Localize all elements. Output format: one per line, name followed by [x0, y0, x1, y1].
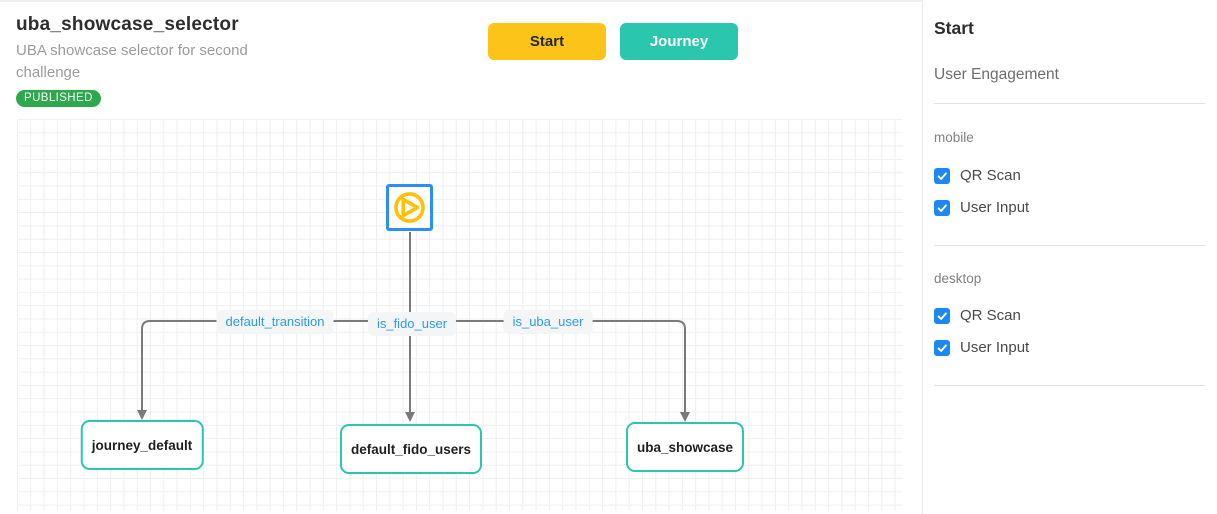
option-label: QR Scan [960, 307, 1021, 324]
journey-button[interactable]: Journey [620, 23, 738, 60]
option-label: User Input [960, 199, 1030, 216]
start-node[interactable] [386, 184, 433, 231]
checkbox-checked-icon[interactable] [934, 199, 950, 216]
top-divider [0, 0, 1217, 2]
sidebar-subtitle: User Engagement [934, 66, 1059, 83]
node-uba-showcase[interactable]: uba_showcase [625, 422, 745, 472]
option-label: QR Scan [960, 167, 1021, 184]
node-default-fido-users[interactable]: default_fido_users [339, 424, 483, 474]
divider [934, 245, 1205, 246]
section-label-desktop: desktop [934, 271, 982, 286]
checkbox-checked-icon[interactable] [934, 167, 950, 184]
edge-label-default-transition[interactable]: default_transition [216, 310, 334, 334]
divider [934, 103, 1205, 104]
section-label-mobile: mobile [934, 130, 974, 145]
option-mobile-user-input[interactable]: User Input [934, 199, 1205, 216]
edge-label-is-uba-user[interactable]: is_uba_user [503, 310, 593, 334]
page-subtitle: UBA showcase selector for second challen… [16, 42, 248, 81]
node-journey-default[interactable]: journey_default [80, 420, 204, 470]
toolbar: Start Journey [488, 23, 738, 60]
checkbox-checked-icon[interactable] [934, 307, 950, 324]
sidebar-title: Start [934, 18, 974, 38]
play-icon [394, 192, 425, 223]
header: uba_showcase_selector UBA showcase selec… [16, 14, 276, 107]
edge-label-is-fido-user[interactable]: is_fido_user [367, 312, 457, 336]
option-desktop-user-input[interactable]: User Input [934, 339, 1205, 356]
properties-sidebar: Start User Engagement mobile QR Scan Use… [922, 0, 1217, 514]
flow-canvas[interactable]: default_transition is_fido_user is_uba_u… [17, 119, 903, 511]
option-label: User Input [960, 339, 1030, 356]
option-mobile-qr-scan[interactable]: QR Scan [934, 167, 1205, 184]
start-button[interactable]: Start [488, 23, 606, 60]
divider [934, 385, 1205, 386]
checkbox-checked-icon[interactable] [934, 339, 950, 356]
status-badge: PUBLISHED [16, 89, 101, 107]
option-desktop-qr-scan[interactable]: QR Scan [934, 307, 1205, 324]
page-title: uba_showcase_selector [16, 14, 239, 35]
